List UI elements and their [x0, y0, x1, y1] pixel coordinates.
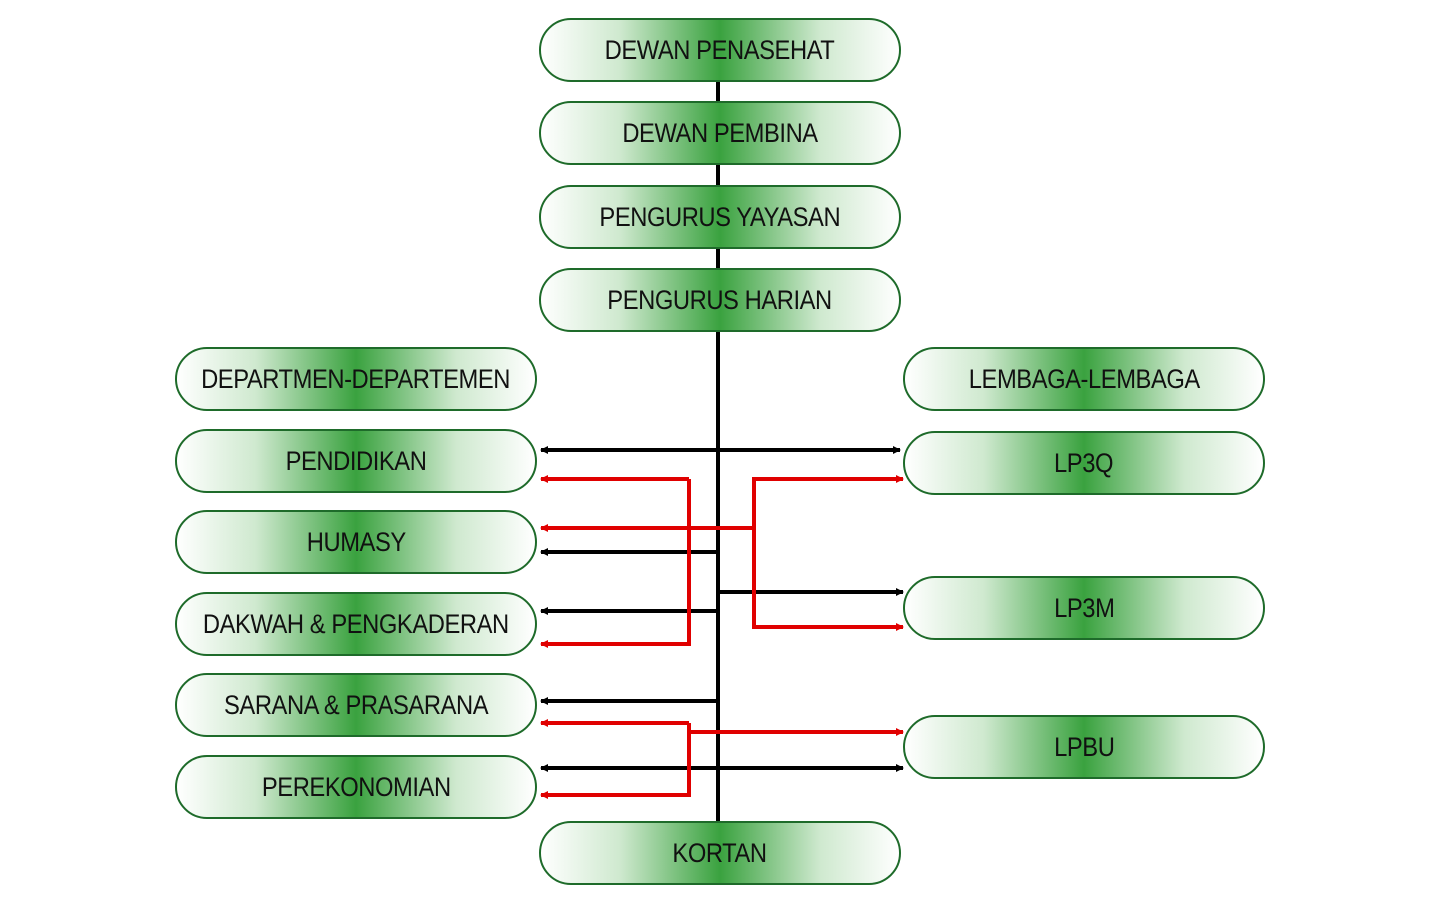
node-pendidikan[interactable]: PENDIDIKAN — [175, 429, 537, 493]
node-lp3q-label: LP3Q — [1054, 447, 1114, 478]
node-lpbu[interactable]: LPBU — [903, 715, 1265, 779]
node-dakwah-pengkaderan-label: DAKWAH & PENGKADERAN — [203, 608, 509, 639]
node-pengurus-yayasan-label: PENGURUS YAYASAN — [599, 201, 841, 232]
red-link-lp3m — [752, 528, 904, 631]
red-link-pendidikan-dakwah-vertical — [540, 479, 691, 648]
node-pengurus-yayasan[interactable]: PENGURUS YAYASAN — [539, 185, 901, 249]
node-dewan-pembina[interactable]: DEWAN PEMBINA — [539, 101, 901, 165]
node-lp3m[interactable]: LP3M — [903, 576, 1265, 640]
red-link-perekonomian — [540, 723, 691, 799]
node-perekonomian[interactable]: PEREKONOMIAN — [175, 755, 537, 819]
node-humasy-label: HUMASY — [306, 526, 406, 557]
node-dewan-penasehat[interactable]: DEWAN PENASEHAT — [539, 18, 901, 82]
node-pengurus-harian[interactable]: PENGURUS HARIAN — [539, 268, 901, 332]
node-institutions-header-label: LEMBAGA-LEMBAGA — [968, 363, 1200, 394]
node-lpbu-label: LPBU — [1053, 731, 1115, 762]
node-pengurus-harian-label: PENGURUS HARIAN — [607, 284, 833, 315]
node-kortan[interactable]: KORTAN — [539, 821, 901, 885]
node-departments-header-label: DEPARTMEN-DEPARTEMEN — [201, 363, 511, 394]
red-link-lp3q — [752, 475, 904, 528]
node-dewan-penasehat-label: DEWAN PENASEHAT — [605, 34, 835, 65]
node-perekonomian-label: PEREKONOMIAN — [261, 771, 451, 802]
node-dakwah-pengkaderan[interactable]: DAKWAH & PENGKADERAN — [175, 592, 537, 656]
node-departments-header[interactable]: DEPARTMEN-DEPARTEMEN — [175, 347, 537, 411]
node-institutions-header[interactable]: LEMBAGA-LEMBAGA — [903, 347, 1265, 411]
node-lp3m-label: LP3M — [1053, 592, 1115, 623]
node-lp3q[interactable]: LP3Q — [903, 431, 1265, 495]
node-dewan-pembina-label: DEWAN PEMBINA — [622, 117, 818, 148]
node-pendidikan-label: PENDIDIKAN — [285, 445, 427, 476]
node-kortan-label: KORTAN — [672, 837, 768, 868]
node-sarana-prasarana[interactable]: SARANA & PRASARANA — [175, 673, 537, 737]
node-humasy[interactable]: HUMASY — [175, 510, 537, 574]
node-sarana-prasarana-label: SARANA & PRASARANA — [223, 689, 489, 720]
